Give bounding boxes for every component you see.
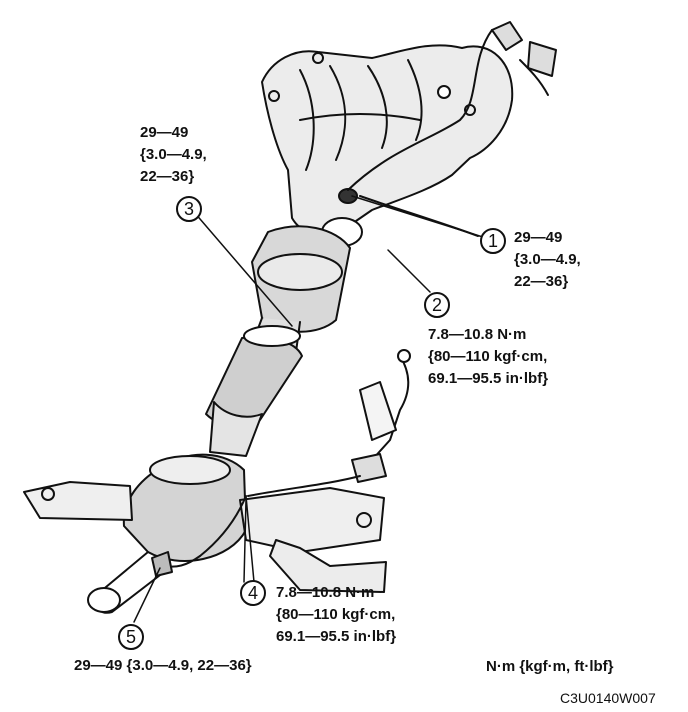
- units-note: N·m {kgf·m, ft·lbf}: [486, 658, 614, 675]
- torque-spec-1-line-2: {3.0—4.9,: [514, 251, 581, 268]
- torque-spec-5: 29—49 {3.0—4.9, 22—36}: [74, 655, 252, 677]
- torque-spec-3-line-3: 22—36}: [140, 168, 195, 185]
- torque-spec-5-line-1: 29—49 {3.0—4.9, 22—36}: [74, 657, 252, 674]
- torque-spec-2-line-2: {80—110 kgf·cm,: [428, 348, 548, 365]
- torque-spec-2: 7.8—10.8 N·m {80—110 kgf·cm, 69.1—95.5 i…: [428, 324, 548, 390]
- torque-spec-4-line-1: 7.8—10.8 N·m: [276, 584, 375, 601]
- callout-2: 2: [424, 292, 450, 318]
- torque-spec-1-line-1: 29—49: [514, 229, 563, 246]
- pre-silencer: [87, 453, 247, 614]
- torque-spec-1: 29—49 {3.0—4.9, 22—36}: [514, 227, 581, 293]
- torque-spec-1-line-3: 22—36}: [514, 273, 569, 290]
- callout-leader-lines: [133, 195, 487, 623]
- callout-3: 3: [176, 196, 202, 222]
- callout-5: 5: [118, 624, 144, 650]
- torque-spec-2-line-3: 69.1—95.5 in·lbf}: [428, 370, 549, 387]
- torque-spec-3-line-2: {3.0—4.9,: [140, 146, 207, 163]
- figure-code: C3U0140W007: [560, 690, 656, 706]
- exhaust-manifold: [261, 44, 514, 247]
- oxygen-sensor-wiring: [347, 21, 557, 237]
- heat-shield: [23, 481, 387, 593]
- torque-spec-4-line-3: 69.1—95.5 in·lbf}: [276, 628, 397, 645]
- middle-pipe: [205, 317, 303, 457]
- torque-spec-3: 29—49 {3.0—4.9, 22—36}: [140, 122, 207, 188]
- torque-spec-4: 7.8—10.8 N·m {80—110 kgf·cm, 69.1—95.5 i…: [276, 582, 396, 648]
- lower-sensor-wiring: [151, 349, 411, 577]
- callout-4: 4: [240, 580, 266, 606]
- torque-spec-2-line-1: 7.8—10.8 N·m: [428, 326, 527, 343]
- torque-spec-3-line-1: 29—49: [140, 124, 189, 141]
- callout-1: 1: [480, 228, 506, 254]
- torque-spec-4-line-2: {80—110 kgf·cm,: [276, 606, 396, 623]
- front-catalytic-converter: [251, 225, 351, 333]
